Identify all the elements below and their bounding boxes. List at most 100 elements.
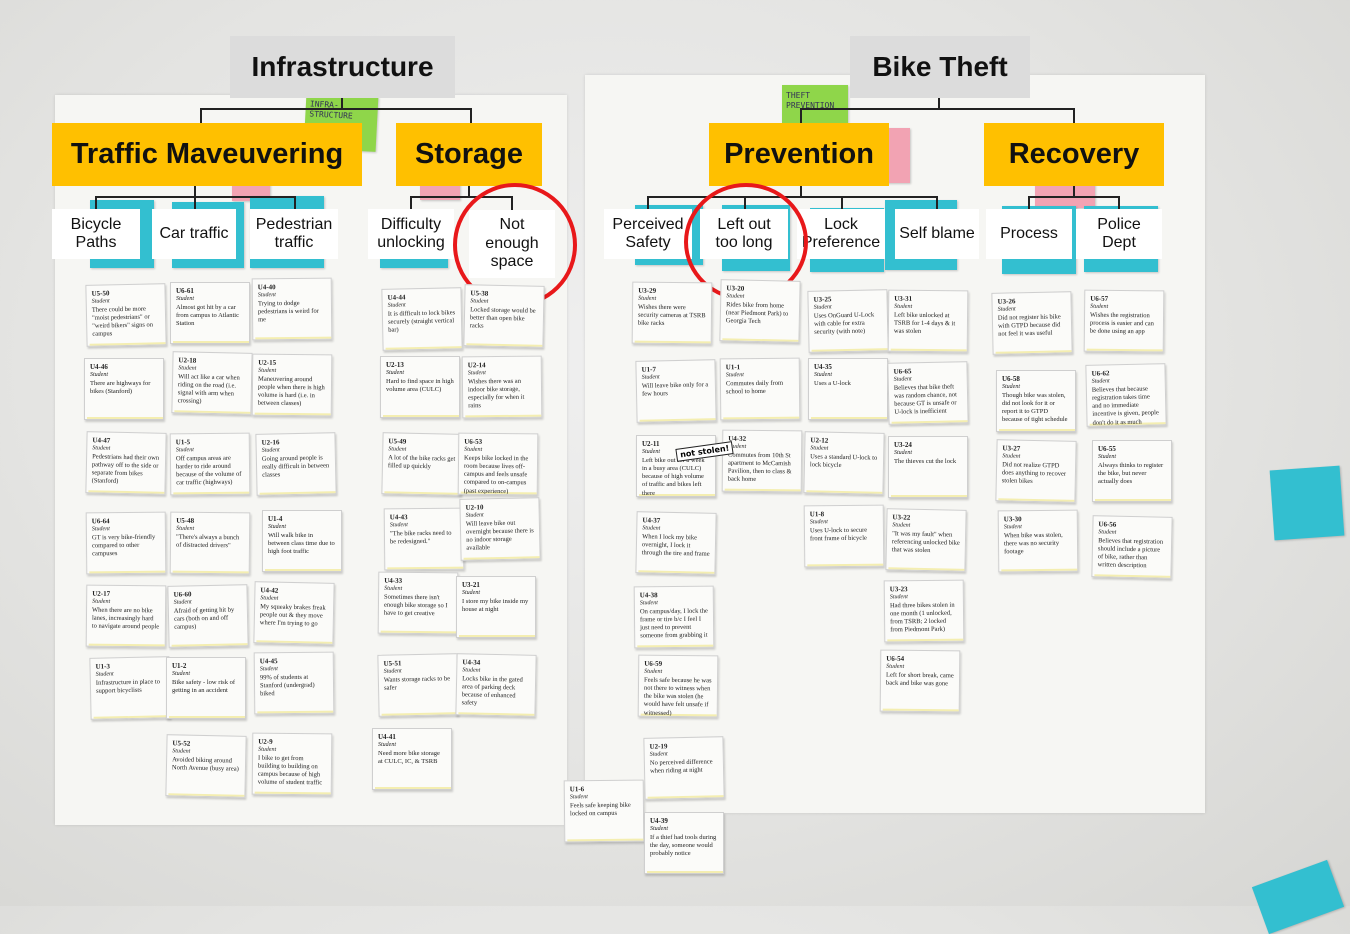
note-text: Believes that because registration takes… [1091,385,1159,427]
note-text: A lot of the bike racks get filled up qu… [387,454,456,471]
leaf-pedestrian-traffic: Pedestrian traffic [250,209,338,259]
note-text: Will leave bike only for a few hours [641,381,709,398]
note-id: U4-39 [650,817,668,825]
note-role: Student [175,447,194,454]
note-role: Student [894,303,913,310]
note-text: Will act like a car when riding on the r… [177,373,240,406]
note-id: U1-2 [172,662,187,670]
note-id: U1-1 [725,363,741,372]
note-id: U1-7 [641,365,657,374]
leaf-difficulty-unlocking: Difficulty unlocking [368,209,454,259]
note-text: Believes that registration should includ… [1097,537,1164,570]
note-id: U6-60 [173,590,192,599]
note-text: I bike to get from building to building … [257,754,323,787]
subcategory-prevention: Prevention [709,123,889,186]
note-text: There could be more "moist pedestrians" … [91,305,154,339]
note-id: U3-20 [726,284,745,293]
note-text: Always thinks to register the bike, but … [1098,462,1164,486]
note-text: The thieves cut the lock [894,458,957,465]
note-text: Wants storage racks to be safer [383,675,451,692]
note-role: Student [725,372,744,379]
connector-line [1073,186,1075,198]
connector-line [294,196,296,210]
note-role: Student [810,445,829,452]
note-role: Student [892,522,911,529]
connector-line [470,108,472,124]
note-role: Student [173,599,192,606]
note-id: U5-52 [172,739,191,748]
note-id: U2-13 [386,361,404,369]
note-id: U2-18 [178,356,197,365]
note-text: Uses a U-lock [814,380,851,387]
note-id: U5-51 [383,659,402,668]
note-id: U3-21 [462,581,480,589]
note-id: U1-6 [569,785,585,794]
note-role: Student [644,668,663,675]
note-id: U6-55 [1098,445,1116,453]
category-infrastructure: Infrastructure [230,36,455,98]
note-role: Student [467,370,486,377]
note-id: U4-37 [642,516,661,525]
note-id: U3-22 [892,513,911,522]
category-bike-theft: Bike Theft [850,36,1030,98]
note-role: Student [638,295,657,302]
note-role: Student [470,298,489,305]
note-id: U1-8 [809,510,825,519]
note-role: Student [726,293,745,300]
note-role: Student [176,296,194,302]
connector-line [200,108,202,124]
note-id: U3-29 [638,286,657,295]
note-text: "There's always a bunch of distracted dr… [175,533,240,550]
connector-line [1118,196,1120,210]
note-id: U2-17 [92,589,111,598]
connector-line [341,98,343,110]
subcategory-storage: Storage [396,123,542,186]
note-backing-sticky [169,716,245,718]
note-text: Commutes from 10th St apartment to McCam… [727,451,792,484]
note-id: U6-64 [91,517,110,526]
note-id: U4-47 [92,436,111,445]
note-role: Student [259,666,278,673]
leaf-process: Process [986,209,1072,259]
note-text: Had three bikes stolen in one month (1 u… [889,601,955,634]
note-role: Student [383,668,402,675]
note-role: Student [91,298,110,305]
note-text: Though bike was stolen, did not look for… [1002,392,1068,424]
connector-line [1028,196,1030,210]
note-text: Believes that bike theft was random chan… [893,383,957,417]
note-role: Student [92,445,111,452]
note-text: If a thief had tools during the day, som… [650,834,717,858]
note-text: Maneuvering around people when there is … [257,375,325,408]
note-backing-sticky [459,635,535,637]
sticky-note-teal [1269,465,1345,541]
note-text: Afraid of getting hit by cars (both on a… [173,606,235,631]
note-id: U3-31 [894,294,913,303]
note-id: U2-12 [810,436,829,445]
leaf-bicycle-paths: Bicycle Paths [52,209,140,259]
note-id: U2-19 [649,742,668,751]
sticky-note-teal [1251,859,1345,934]
note-id: U5-48 [176,516,195,525]
note-text: Will walk bike in between class time due… [268,532,335,556]
note-backing-sticky [891,495,967,497]
note-role: Student [893,376,912,383]
sticky-text: THEFT PREVENTION [786,91,835,111]
